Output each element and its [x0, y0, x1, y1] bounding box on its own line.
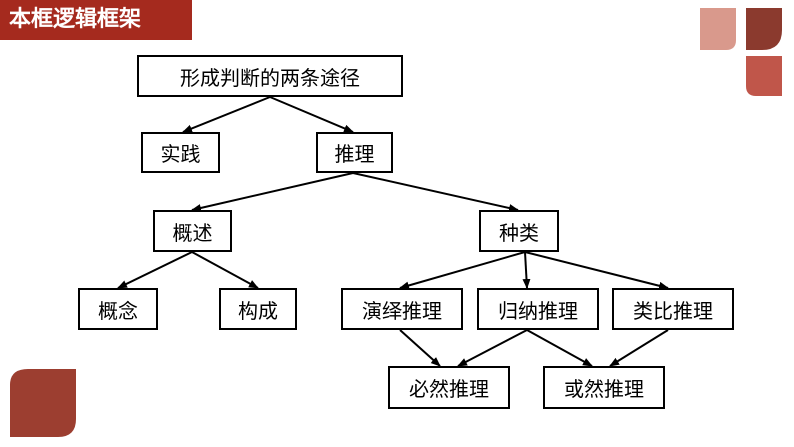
page-title: 本框逻辑框架: [0, 0, 192, 40]
edge-inductive-probable: [526, 329, 593, 367]
node-root: 形成判断的两条途径: [137, 55, 403, 97]
petal-mid: [746, 56, 782, 96]
node-inference: 推理: [316, 132, 393, 173]
node-composition: 构成: [219, 288, 297, 330]
petal-dark: [746, 8, 782, 50]
node-analogical: 类比推理: [612, 288, 734, 330]
edge-kinds-deductive: [399, 251, 526, 290]
node-practice: 实践: [141, 132, 220, 173]
node-concept: 概念: [78, 288, 158, 330]
edge-kinds-analogical: [524, 251, 669, 290]
edge-inference-kinds: [352, 172, 519, 212]
node-inductive: 归纳推理: [477, 288, 599, 330]
edge-inference-overview: [191, 172, 354, 212]
node-probable: 或然推理: [543, 366, 665, 409]
node-deductive: 演绎推理: [341, 288, 463, 330]
edge-analogical-probable: [609, 329, 669, 367]
decorative-leaf-bottom: [10, 369, 76, 437]
node-overview: 概述: [153, 210, 232, 252]
edge-deductive-necessary: [399, 329, 441, 367]
edge-root-inference: [269, 96, 354, 133]
edge-overview-composition: [191, 251, 259, 289]
edge-kinds-inductive: [522, 251, 531, 289]
edge-overview-concept: [117, 251, 193, 289]
node-necessary: 必然推理: [388, 366, 510, 409]
decorative-petals-top: [700, 8, 782, 96]
edge-root-practice: [182, 96, 271, 133]
edge-inductive-necessary: [457, 329, 528, 367]
petal-light: [700, 8, 736, 50]
node-kinds: 种类: [479, 210, 559, 252]
